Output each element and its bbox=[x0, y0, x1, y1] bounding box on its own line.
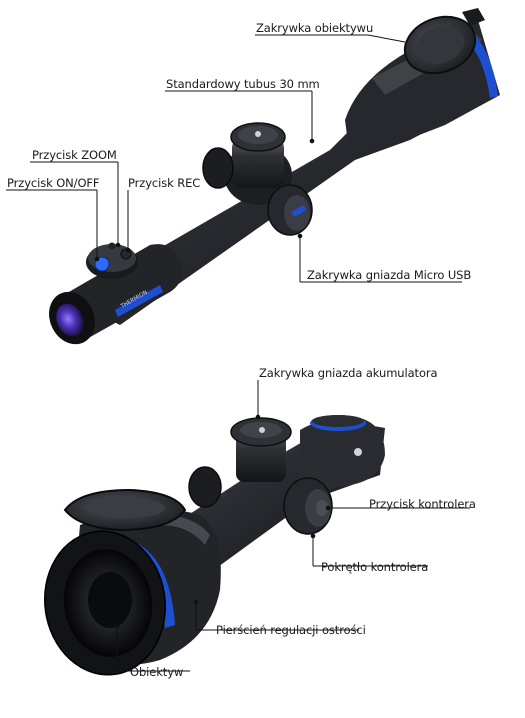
label-controller-button: Przycisk kontrolera bbox=[369, 497, 476, 511]
bottom-leader-lines bbox=[114, 380, 470, 672]
label-usb-cover: Zakrywka gniazda Micro USB bbox=[307, 268, 472, 282]
bottom-display-housing bbox=[300, 417, 385, 495]
label-controller-knob: Pokrętło kontrolera bbox=[321, 560, 429, 574]
label-rec-button: Przycisk REC bbox=[128, 176, 201, 190]
label-power-button: Przycisk ON/OFF bbox=[7, 176, 100, 190]
top-turret-body bbox=[232, 138, 284, 188]
bottom-controller-button bbox=[316, 500, 328, 516]
top-scope: THERMION bbox=[6, 8, 500, 345]
bottom-scope bbox=[43, 380, 470, 676]
label-focus-ring: Pierścień regulacji ostrości bbox=[216, 623, 366, 637]
top-leader-lines bbox=[6, 34, 462, 283]
bottom-left-knob bbox=[188, 466, 222, 508]
top-objective-blue-ring bbox=[463, 30, 498, 98]
label-objective: Obiektyw bbox=[130, 665, 184, 679]
top-eyepiece-lens bbox=[56, 303, 84, 337]
label-lens-cap: Zakrywka obiektywu bbox=[256, 21, 374, 35]
top-zoom-button bbox=[108, 242, 116, 250]
label-tube: Standardowy tubus 30 mm bbox=[166, 77, 320, 91]
label-battery-cover: Zakrywka gniazda akumulatora bbox=[259, 366, 438, 380]
top-left-knob bbox=[202, 147, 234, 189]
label-zoom-button: Przycisk ZOOM bbox=[32, 148, 117, 162]
